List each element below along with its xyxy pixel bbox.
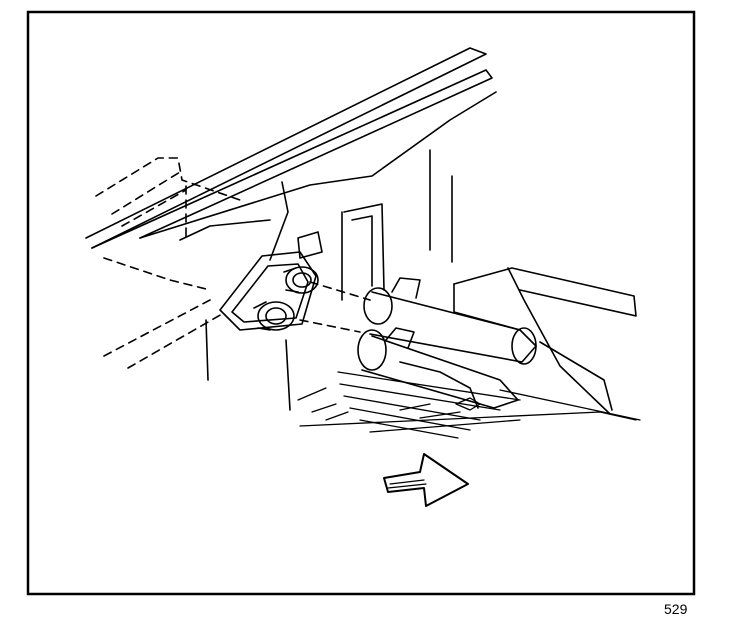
arrow-right-icon: [383, 453, 469, 507]
floor-pan: [297, 371, 641, 439]
figure-border: [26, 10, 696, 596]
hose-support-bracket: [453, 267, 637, 415]
body-opening: [341, 203, 385, 301]
lower-pipe-fitting: [253, 301, 295, 331]
mounting-bracket: [205, 231, 323, 411]
figure-number: 529: [664, 601, 688, 617]
body-panel: [85, 47, 497, 263]
hidden-lines: [95, 157, 371, 369]
upper-pipe-fitting: [283, 266, 319, 294]
